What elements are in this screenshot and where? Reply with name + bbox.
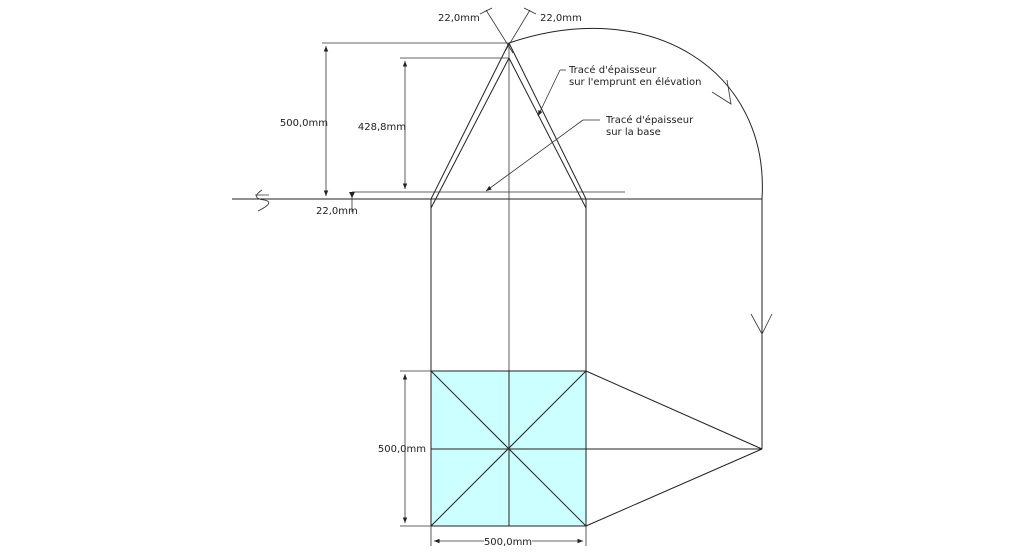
annotation-base-line1: Tracé d'épaisseur bbox=[605, 114, 694, 126]
dim-thickness-base: 22,0mm bbox=[316, 192, 358, 217]
annotation-elevation-line1: Tracé d'épaisseur bbox=[568, 64, 657, 76]
dim-height-inner: 428,8mm bbox=[358, 57, 509, 189]
dim-thickness-top: 22,0mm 22,0mm bbox=[438, 7, 582, 54]
ground-line-break-icon bbox=[255, 189, 270, 212]
dim-plan-width: 500,0mm bbox=[430, 526, 587, 548]
dim-label-height-total: 500,0mm bbox=[280, 118, 328, 129]
dim-height-total: 500,0mm bbox=[280, 42, 509, 196]
annotation-base-line2: sur la base bbox=[606, 127, 661, 138]
dim-label-plan-width: 500,0mm bbox=[484, 537, 532, 548]
dim-plan-height: 500,0mm bbox=[378, 370, 431, 527]
dim-label-thickness-base: 22,0mm bbox=[316, 206, 358, 217]
dim-label-height-inner: 428,8mm bbox=[358, 122, 406, 133]
annotation-base-trace: Tracé d'épaisseur sur la base bbox=[485, 114, 694, 192]
annotation-elevation-line2: sur l'emprunt en élévation bbox=[569, 76, 701, 88]
dim-label-thickness-top-left: 22,0mm bbox=[438, 13, 480, 24]
dim-label-thickness-top-right: 22,0mm bbox=[540, 13, 582, 24]
chevron-arrow-icon bbox=[711, 79, 732, 105]
chevron-arrow-icon bbox=[750, 313, 773, 335]
annotation-elevation-trace: Tracé d'épaisseur sur l'emprunt en éléva… bbox=[537, 64, 701, 117]
projection-lines bbox=[430, 199, 763, 527]
dim-label-plan-height: 500,0mm bbox=[378, 444, 426, 455]
rotation-arc bbox=[508, 27, 763, 200]
plan-view bbox=[430, 370, 587, 527]
